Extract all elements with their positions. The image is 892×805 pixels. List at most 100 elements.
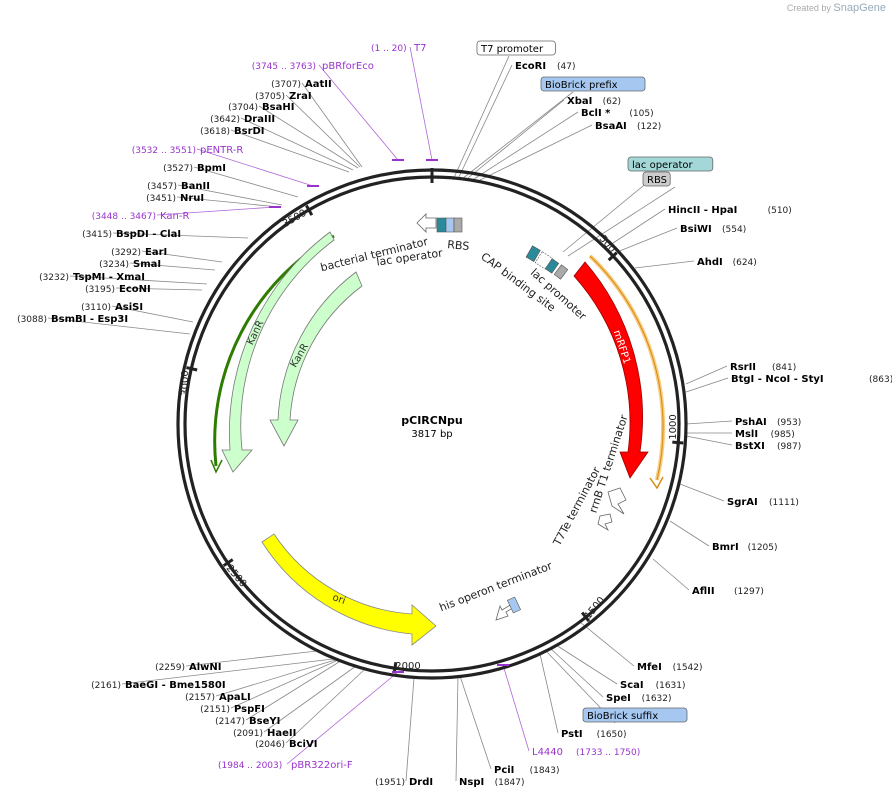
site-label-Kan-R[interactable]: (3448 .. 3467)Kan-R	[92, 211, 190, 222]
site-label-DrdI[interactable]: (1951)DrdI	[375, 777, 433, 788]
site-label-RBS[interactable]: RBS	[642, 171, 671, 187]
KanR-inner-arrow	[269, 271, 363, 447]
enzyme-position: (3292)	[111, 248, 141, 258]
snapgene-logo: SnapGene	[833, 2, 886, 14]
site-label-NruI[interactable]: (3451)NruI	[146, 193, 204, 204]
site-label-BsaAI[interactable]: (122)BsaAI	[595, 121, 661, 132]
leader-line	[156, 206, 276, 216]
rbs-block-b	[453, 217, 463, 233]
site-label-BciVI[interactable]: (2046)BciVI	[255, 739, 317, 750]
site-label-BsaHI[interactable]: (3704)BsaHI	[228, 102, 294, 113]
site-label-MfeI[interactable]: (1542)MfeI	[637, 662, 703, 673]
label-box	[642, 171, 671, 187]
site-label-SgrAI[interactable]: (1111)SgrAI	[727, 497, 799, 508]
site-label-ZraI[interactable]: (3705)ZraI	[255, 91, 312, 102]
site-label-PstI[interactable]: (1650)PstI	[561, 729, 627, 740]
site-label-ScaI[interactable]: (1631)ScaI	[620, 680, 686, 691]
leader-line	[301, 82, 363, 168]
enzyme-position: (1847)	[495, 778, 525, 788]
leader-line	[129, 262, 216, 271]
site-label-BaeGI-Bme1580I[interactable]: (2161) BaeGI - Bme1580I	[91, 680, 226, 691]
site-label-XbaI[interactable]: (62)XbaI	[567, 96, 621, 107]
plasmid-length: 3817 bp	[411, 429, 452, 440]
leader-line	[196, 148, 314, 187]
site-label-EcoRI[interactable]: (47)EcoRI	[515, 61, 575, 72]
enzyme-name: AflII	[692, 586, 715, 597]
site-label-BsrDI[interactable]: (3618)BsrDI	[200, 126, 264, 137]
site-label-pBRforEco[interactable]: (3745 .. 3763)pBRforEco	[252, 61, 374, 72]
enzyme-name: BaeGI - Bme1580I	[125, 680, 226, 691]
enzyme-position: (3234)	[99, 260, 129, 270]
leader-line	[679, 483, 725, 502]
site-label-BpmI[interactable]: (3527)BpmI	[163, 163, 226, 174]
enzyme-name: HincII - HpaI	[668, 205, 737, 216]
enzyme-name: BspDI - ClaI	[116, 229, 181, 240]
site-label-DraIII[interactable]: (3642)DraIII	[210, 114, 275, 125]
site-label-BclI[interactable]: (105)BclI *	[581, 108, 654, 119]
site-label-BanII[interactable]: (3457)BanII	[147, 181, 210, 192]
site-label-pBR322ori-F[interactable]: (1984 .. 2003)pBR322ori-F	[218, 760, 353, 771]
leader-line	[685, 420, 733, 425]
enzyme-position: (3110)	[81, 303, 111, 313]
primer-marks	[269, 159, 509, 673]
site-label-RsrII[interactable]: (841)RsrII	[730, 362, 796, 373]
site-label-BtgI-NcoI-StyI[interactable]: (863)BtgI - NcoI - StyI	[731, 374, 892, 385]
kan-arc-head	[210, 459, 223, 474]
site-label-HincII-HpaI[interactable]: (510)HincII - HpaI	[668, 205, 792, 216]
enzyme-position: (1650)	[597, 730, 627, 740]
site-label-BsmBI-Esp3I[interactable]: (3088)BsmBI - Esp3I	[17, 314, 128, 325]
site-label-SpeI[interactable]: (1632)SpeI	[606, 693, 672, 704]
site-label-BmrI[interactable]: (1205)BmrI	[712, 542, 778, 553]
site-label-BioBrick-suffix[interactable]: BioBrick suffix	[582, 707, 688, 723]
enzyme-name: BmrI	[712, 542, 739, 553]
site-label-AhdI[interactable]: (624)AhdI	[697, 257, 757, 268]
T7Te-terminator-arrow	[597, 513, 613, 532]
enzyme-position: (122)	[637, 122, 661, 132]
enzyme-name: MslI	[735, 429, 758, 440]
leader-line	[115, 287, 203, 291]
site-label-AflII[interactable]: (1297)AflII	[692, 586, 764, 597]
mRFP1-arrow	[573, 261, 649, 479]
his-operon-features	[495, 596, 521, 621]
tick-mark	[672, 440, 684, 445]
site-label-lac-operator[interactable]: lac operator	[627, 156, 714, 172]
primer-position: (1 .. 20)	[371, 44, 407, 54]
site-label-BspDI-ClaI[interactable]: (3415)BspDI - ClaI	[82, 229, 181, 240]
leader-line	[318, 64, 399, 161]
site-label-EarI[interactable]: (3292)EarI	[111, 247, 167, 258]
site-label-T7[interactable]: (1 .. 20)T7	[371, 43, 426, 54]
primer-position: (3532 .. 3551)	[132, 146, 196, 156]
site-label-AlwNI[interactable]: (2259)AlwNI	[155, 662, 221, 673]
enzyme-name: BciVI	[289, 739, 317, 750]
site-label-EcoNI[interactable]: (3195)EcoNI	[85, 284, 151, 295]
leader-line	[69, 275, 208, 285]
site-label-PshAI[interactable]: (953)PshAI	[735, 417, 801, 428]
site-label-L4440[interactable]: (1733 .. 1750)L4440	[532, 747, 640, 758]
leader-line	[177, 184, 283, 206]
site-label-T7-promoter[interactable]: T7 promoter	[476, 40, 556, 56]
site-label-HaeII[interactable]: (2091)HaeII	[233, 728, 296, 739]
site-label-AatII[interactable]: (3707)AatII	[271, 79, 332, 90]
site-label-PciI[interactable]: (1843)PciI	[494, 765, 560, 776]
enzyme-name: AhdI	[697, 257, 723, 268]
enzyme-position: (2161)	[91, 681, 121, 691]
site-label-PspFI[interactable]: (2151)PspFI	[200, 704, 265, 715]
site-label-MslI[interactable]: (985)MslI	[735, 429, 795, 440]
site-label-BseYI[interactable]: (2147)BseYI	[215, 716, 280, 727]
site-label-BioBrick-prefix[interactable]: BioBrick prefix	[540, 76, 646, 92]
site-label-SmaI[interactable]: (3234)SmaI	[99, 259, 161, 270]
site-label-pENTR-R[interactable]: (3532 .. 3551)pENTR-R	[132, 145, 244, 156]
site-label-AsiSI[interactable]: (3110)AsiSI	[81, 302, 143, 313]
site-label-TspMI-XmaI[interactable]: (3232)TspMI - XmaI	[39, 272, 145, 283]
leader-line	[230, 660, 337, 709]
tick-mark	[186, 366, 198, 372]
rrnB-T1-terminator-arrow	[607, 487, 627, 515]
site-label-BsiWI[interactable]: (554)BsiWI	[680, 224, 746, 235]
site-label-NspI[interactable]: (1847)NspI	[459, 777, 525, 788]
KanR-outer-label: KanR	[245, 319, 266, 347]
label-box	[476, 40, 556, 56]
site-label-BstXI[interactable]: (987)BstXI	[735, 441, 801, 452]
site-label-ApaLI[interactable]: (2157)ApaLI	[185, 692, 251, 703]
leader-line	[285, 94, 361, 168]
